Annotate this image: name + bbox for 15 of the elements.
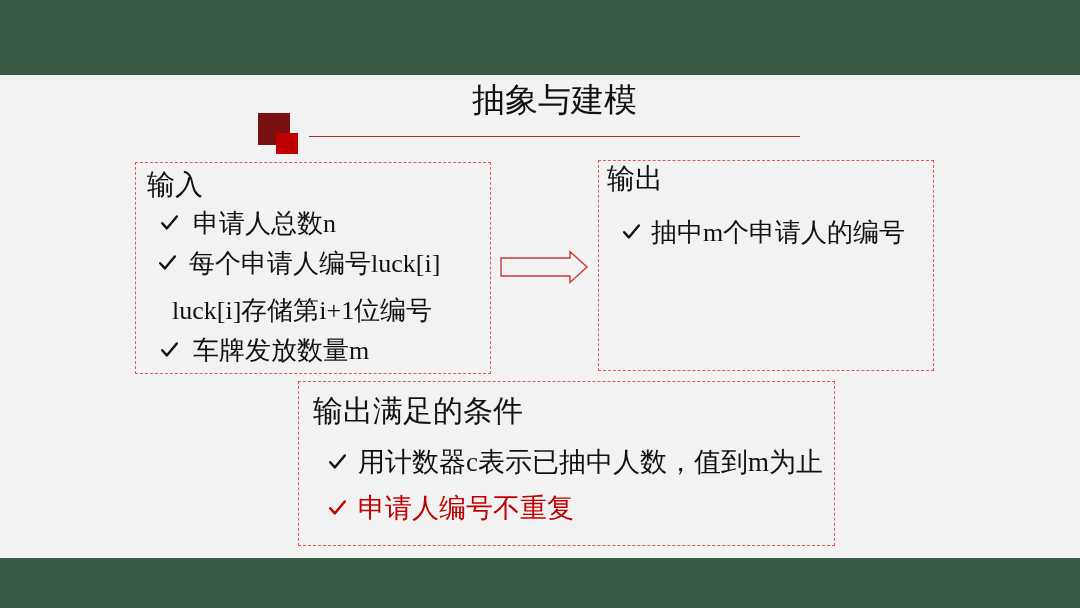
- dashed-panel: [135, 162, 491, 374]
- note-text: luck[i]存储第i+1位编号: [172, 294, 433, 326]
- dashed-panel: [598, 160, 934, 371]
- panel-heading: 输出: [607, 162, 663, 196]
- list-item-text: 申请人总数n: [193, 207, 336, 239]
- block-arrow: [500, 249, 589, 285]
- list-item-text: 用计数器c表示已抽中人数，值到m为止: [358, 446, 823, 479]
- list-item-text: 抽中m个申请人的编号: [651, 216, 906, 248]
- highlighted-item-text: 申请人编号不重复: [358, 492, 574, 525]
- slide-title: 抽象与建模: [472, 81, 637, 120]
- list-item-text: 车牌发放数量m: [193, 334, 370, 366]
- panel-heading: 输入: [147, 168, 203, 202]
- dashed-panel: [298, 381, 835, 546]
- list-item-text: 每个申请人编号luck[i]: [189, 247, 441, 279]
- panel-heading: 输出满足的条件: [313, 393, 523, 429]
